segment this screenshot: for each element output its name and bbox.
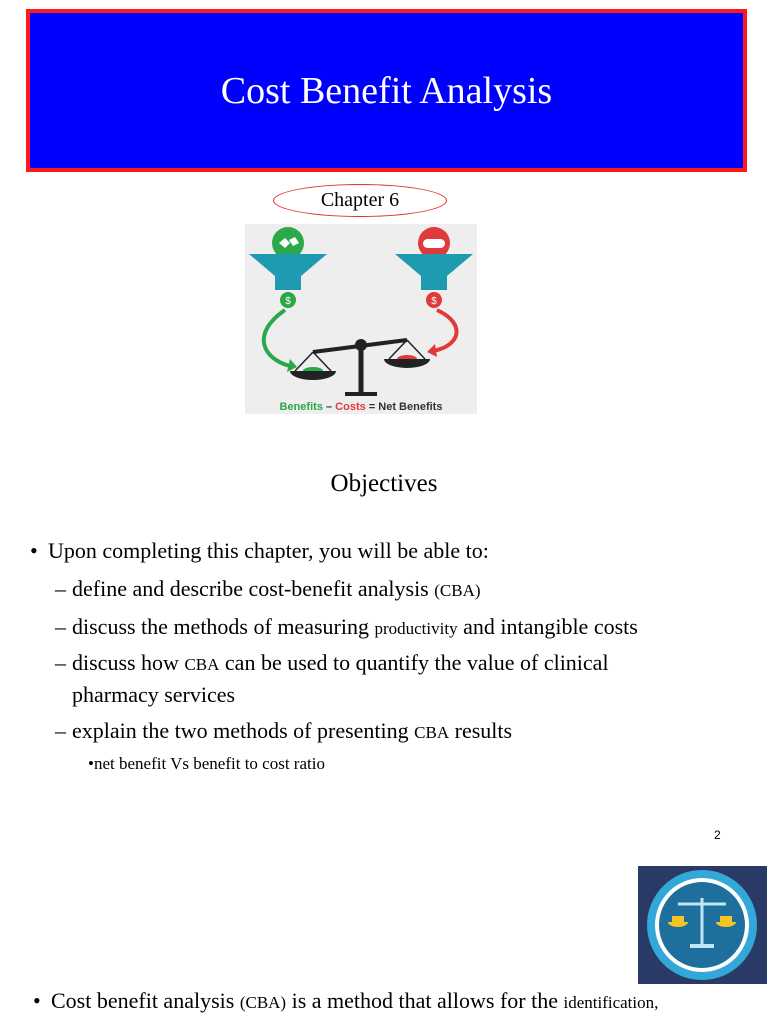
chapter-text: Chapter 6 <box>320 189 400 211</box>
cost-funnel-icon: $ <box>395 227 473 308</box>
caption-benefits: Benefits <box>280 401 323 413</box>
objectives-heading: Objectives <box>330 470 438 497</box>
balance-scale-icon <box>290 338 430 396</box>
slide-title: Cost Benefit Analysis <box>220 69 553 112</box>
caption-costs: Costs <box>335 401 366 413</box>
objective-item: –discuss how CBA can be used to quantify… <box>55 650 609 707</box>
objective-subitem: •net benefit Vs benefit to cost ratio <box>88 754 325 773</box>
balance-scale-logo-icon <box>638 866 767 984</box>
objective-item: –define and describe cost-benefit analys… <box>55 576 481 601</box>
page-number: 2 <box>714 828 721 842</box>
bullet-dot: • <box>30 538 38 563</box>
objectives-intro: • Upon completing this chapter, you will … <box>30 538 489 564</box>
objective-item: –discuss the methods of measuring produc… <box>55 614 638 639</box>
caption-equals: = Net Benefits <box>366 401 443 413</box>
illustration-caption: Benefits – Costs = Net Benefits <box>280 401 443 413</box>
cost-benefit-scale-illustration: $ $ Benefits – Costs = Net Benefits <box>245 224 477 414</box>
chapter-label: Chapter 6 <box>273 184 447 217</box>
caption-minus: – <box>323 401 335 413</box>
title-banner: Cost Benefit Analysis <box>26 9 747 172</box>
objective-item: –explain the two methods of presenting C… <box>55 718 513 743</box>
next-slide-line: •Cost benefit analysis (CBA) is a method… <box>33 988 659 1013</box>
svg-text:$: $ <box>285 296 291 307</box>
benefit-funnel-icon: $ <box>249 227 327 308</box>
objectives-intro-text: Upon completing this chapter, you will b… <box>48 538 489 563</box>
svg-text:$: $ <box>431 296 437 307</box>
